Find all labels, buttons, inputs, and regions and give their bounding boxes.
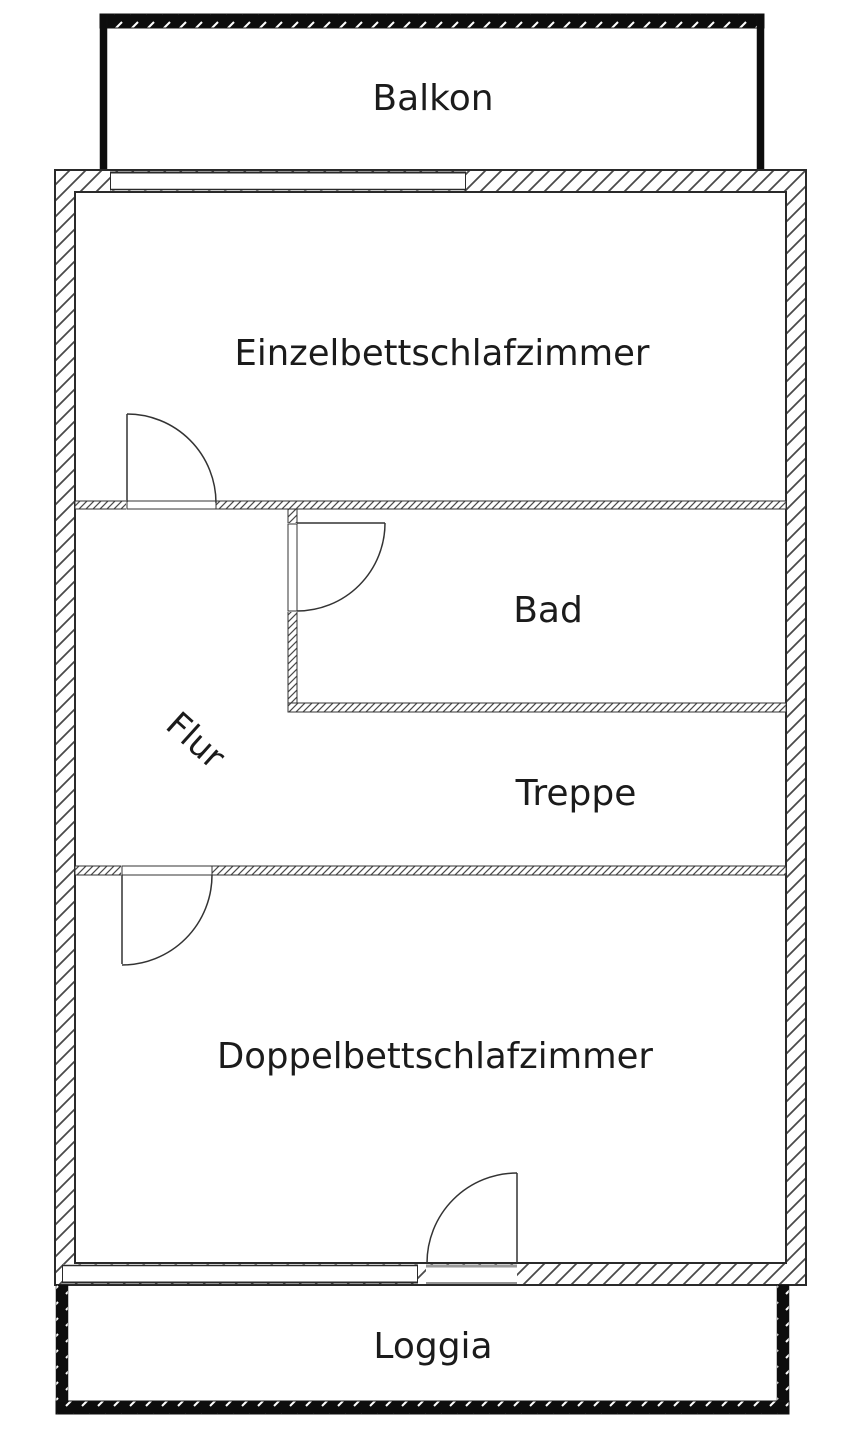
label-flur: Flur [158,704,233,777]
loggia-walls [55,1284,790,1415]
exterior-wall-ring [54,169,807,1286]
label-bad: Bad [513,590,583,631]
wall-flur-doppelbett [74,865,787,876]
balkon-wall-right [756,13,765,173]
balkon-walls [99,13,765,173]
top-window [110,171,466,191]
balkon-wall-top [99,13,765,29]
label-balkon: Balkon [372,78,493,119]
label-treppe: Treppe [515,773,637,814]
bottom-window [62,1264,418,1284]
label-loggia: Loggia [373,1326,492,1367]
top-window-glass [110,171,466,191]
loggia-wall-right [776,1284,790,1414]
loggia-wall-bottom [55,1400,790,1415]
balkon-wall-left [99,13,108,173]
bottom-window-glass [62,1264,418,1284]
doppelbett-door-swing-arc [121,874,213,966]
doppelbett-door-sill [121,865,213,876]
bad-door-sill [287,523,298,612]
doppelbett-door [121,874,213,966]
loggia-door-opening [426,1264,517,1284]
label-einzelbettschlafzimmer: Einzelbettschlafzimmer [235,333,650,374]
wall-bad-bottom [287,702,787,713]
einzelbett-door-swing-arc [126,413,217,504]
einzelbett-door-sill [126,500,217,510]
loggia-wall-left [55,1284,69,1414]
bad-door-swing-arc [296,522,386,612]
wall-einzelbett-flur [74,500,787,510]
loggia-door [426,1172,518,1264]
einzelbett-door [126,413,217,504]
loggia-door-swing-arc [426,1172,518,1264]
loggia-door-threshold [426,1264,517,1284]
label-doppelbettschlafzimmer: Doppelbettschlafzimmer [217,1036,653,1077]
bad-door [296,522,386,612]
